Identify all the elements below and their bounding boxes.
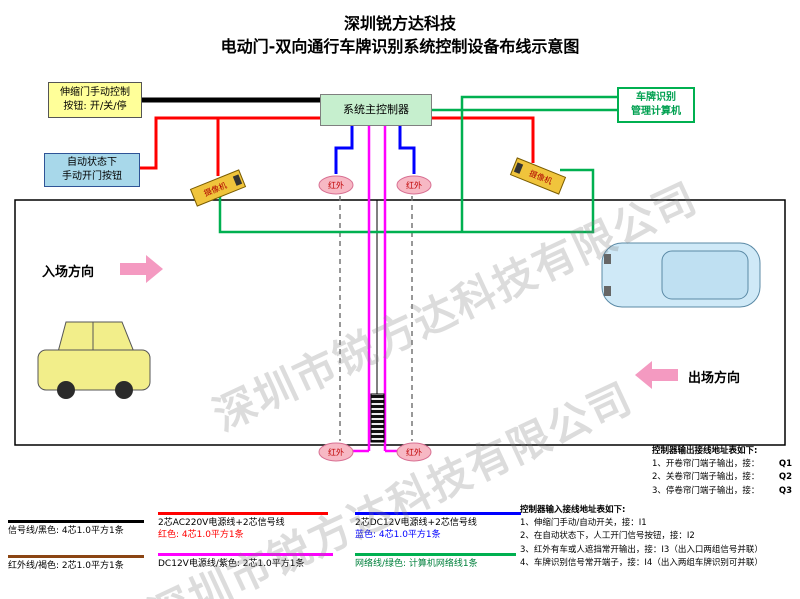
row-value: Q3 bbox=[778, 485, 792, 496]
legend-network-green: 网络线/绿色: 计算机网络线1条 bbox=[355, 553, 530, 570]
exit-arrow-icon bbox=[635, 361, 678, 389]
table-row: 3、停卷帘门端子输出，接： Q3 bbox=[652, 485, 792, 498]
wire-red-to-auto-button bbox=[140, 116, 321, 170]
road-area bbox=[14, 199, 786, 446]
camera-left-body bbox=[189, 169, 247, 207]
camera-right: 摄像机 bbox=[509, 157, 567, 195]
computer-line1: 车牌识别 bbox=[636, 92, 676, 103]
wire-red-to-right-camera bbox=[432, 116, 535, 163]
wire-green-computer-loop bbox=[460, 95, 617, 232]
diagram-title: 电动门-双向通行车牌识别系统控制设备布线示意图 bbox=[220, 37, 580, 56]
legend-text: 信号线/黑色: 4芯1.0平方1条 bbox=[8, 526, 124, 536]
row-label: 2、关卷帘门端子输出，接： bbox=[652, 472, 760, 483]
infrared-sensor-bottom-right: 红外 bbox=[396, 442, 432, 462]
camera-left: 摄像机 bbox=[189, 169, 247, 207]
table-row: 4、车牌识别信号常开端子，接：I4（出入两组车牌识别可并联） bbox=[520, 557, 763, 568]
infrared-oval bbox=[396, 175, 432, 195]
auto-open-button-box[interactable]: 自动状态下 手动开门按钮 bbox=[44, 153, 140, 187]
auto-open-line1: 自动状态下 bbox=[67, 157, 117, 168]
legend-text: 红色: 4芯1.0平方1条 bbox=[158, 530, 244, 541]
input-address-table: 控制器输入接线地址表如下: 1、伸缩门手动/自动开关，接：I1 2、在自动状态下… bbox=[520, 504, 796, 570]
legend-dc12-blue: 2芯DC12V电源线+2芯信号线 蓝色: 4芯1.0平方1条 bbox=[355, 512, 535, 541]
legend-text: 2芯DC12V电源线+2芯信号线 bbox=[355, 518, 477, 528]
legend-sample-green bbox=[355, 553, 516, 556]
wire-green-camera-network bbox=[218, 168, 595, 234]
car-headlight bbox=[604, 254, 611, 264]
plate-recognition-computer-box[interactable]: 车牌识别 管理计算机 bbox=[617, 87, 695, 123]
entry-arrow-icon bbox=[120, 255, 163, 283]
legend-text: 蓝色: 4芯1.0平方1条 bbox=[355, 530, 441, 541]
infrared-sensor-bottom-left: 红外 bbox=[318, 442, 354, 462]
legend-sample-black bbox=[8, 520, 145, 523]
car-wheel bbox=[115, 381, 133, 399]
legend-sample-brown bbox=[8, 555, 145, 558]
output-table-header: 控制器输出接线地址表如下: bbox=[652, 446, 758, 456]
legend-text: 网络线/绿色: 计算机网络线1条 bbox=[355, 559, 478, 569]
camera-right-lens bbox=[513, 162, 524, 174]
car-headlight bbox=[604, 286, 611, 296]
legend-signal-black: 信号线/黑色: 4芯1.0平方1条 bbox=[8, 520, 156, 537]
retractable-gate bbox=[370, 393, 385, 443]
manual-control-line2: 按钮: 开/关/停 bbox=[63, 101, 127, 112]
infrared-oval bbox=[318, 175, 354, 195]
legend-dc12-purple: DC12V电源线/紫色: 2芯1.0平方1条 bbox=[158, 553, 348, 570]
infrared-oval bbox=[396, 442, 432, 462]
car-cabin bbox=[661, 250, 749, 300]
output-address-table: 控制器输出接线地址表如下: 1、开卷帘门端子输出，接： Q1 2、关卷帘门端子输… bbox=[652, 445, 792, 498]
infrared-sensor-top-left: 红外 bbox=[318, 175, 354, 195]
camera-right-body bbox=[509, 157, 567, 195]
input-table-header: 控制器输入接线地址表如下: bbox=[520, 505, 626, 515]
car-cabin bbox=[57, 321, 135, 353]
company-title: 深圳锐方达科技 bbox=[343, 14, 456, 33]
table-row: 2、在自动状态下，人工开门信号按钮，接：I2 bbox=[520, 531, 695, 542]
wire-blue-right-infrared bbox=[398, 126, 416, 174]
table-row: 1、伸缩门手动/自动开关，接：I1 bbox=[520, 518, 647, 529]
infrared-label: 红外 bbox=[406, 447, 422, 457]
car-body bbox=[37, 349, 151, 391]
wire-blue-left-infrared bbox=[334, 126, 354, 174]
entry-direction-label: 入场方向 bbox=[42, 265, 95, 280]
car-wheel bbox=[57, 381, 75, 399]
computer-line2: 管理计算机 bbox=[631, 106, 681, 117]
legend-ac220-red: 2芯AC220V电源线+2芯信号线 红色: 4芯1.0平方1条 bbox=[158, 512, 343, 541]
infrared-sensor-top-right: 红外 bbox=[396, 175, 432, 195]
legend-sample-red bbox=[158, 512, 329, 515]
infrared-label: 红外 bbox=[406, 180, 422, 190]
legend-text: 2芯AC220V电源线+2芯信号线 bbox=[158, 518, 285, 528]
entry-car bbox=[37, 321, 151, 399]
row-value: Q1 bbox=[778, 459, 792, 470]
camera-left-lens bbox=[232, 174, 243, 186]
exit-direction-label: 出场方向 bbox=[688, 371, 741, 386]
manual-control-line1: 伸缩门手动控制 bbox=[60, 87, 130, 98]
table-row: 2、关卷帘门端子输出，接： Q2 bbox=[652, 471, 792, 484]
legend-text: DC12V电源线/紫色: 2芯1.0平方1条 bbox=[158, 559, 305, 569]
row-value: Q2 bbox=[778, 472, 792, 483]
row-label: 1、开卷帘门端子输出，接： bbox=[652, 459, 760, 470]
exit-car bbox=[601, 242, 761, 308]
infrared-oval bbox=[318, 442, 354, 462]
table-row: 3、红外有车或人遮挡常开输出，接：I3（出入口两组信号并联） bbox=[520, 544, 763, 555]
legend-sample-blue bbox=[355, 512, 521, 515]
infrared-label: 红外 bbox=[328, 447, 344, 457]
legend-infrared-brown: 红外线/褐色: 2芯1.0平方1条 bbox=[8, 555, 156, 572]
legend-sample-purple bbox=[158, 553, 333, 556]
main-controller-label: 系统主控制器 bbox=[343, 103, 409, 117]
main-controller-box[interactable]: 系统主控制器 bbox=[320, 94, 432, 126]
manual-control-button-box[interactable]: 伸缩门手动控制 按钮: 开/关/停 bbox=[48, 82, 142, 118]
row-label: 3、停卷帘门端子输出，接： bbox=[652, 485, 760, 496]
table-row: 1、开卷帘门端子输出，接： Q1 bbox=[652, 458, 792, 471]
auto-open-line2: 手动开门按钮 bbox=[62, 171, 122, 182]
infrared-label: 红外 bbox=[328, 180, 344, 190]
legend-text: 红外线/褐色: 2芯1.0平方1条 bbox=[8, 561, 124, 571]
